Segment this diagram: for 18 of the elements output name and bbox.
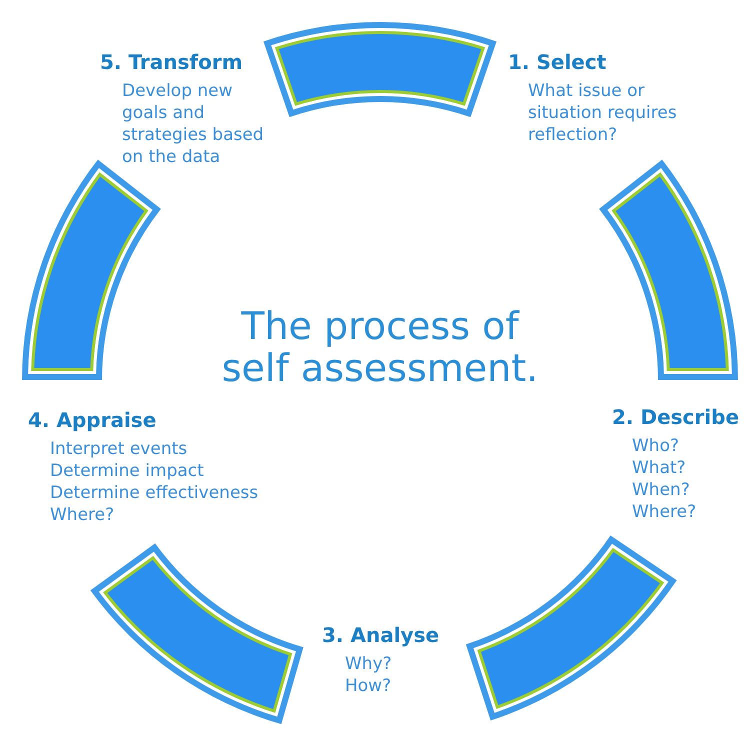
title-text: The process of self assessment. xyxy=(220,305,540,389)
step-heading: 3. Analyse xyxy=(322,623,440,647)
step-description: Develop new goals and strategies based on the data xyxy=(122,80,265,168)
step-description: When? xyxy=(632,479,691,501)
step-description: What? xyxy=(632,457,687,479)
step-description: Who? xyxy=(632,435,680,457)
step-description: Interpret events xyxy=(50,438,188,460)
step-heading: 1. Select xyxy=(508,50,608,74)
step-heading: 4. Appraise xyxy=(28,408,158,432)
step-description: Determine effectiveness xyxy=(50,482,260,504)
step-description: How? xyxy=(345,675,392,697)
step-heading: 2. Describe xyxy=(612,405,740,429)
step-description: Why? xyxy=(345,653,393,675)
step-description: Where? xyxy=(50,504,116,526)
step-description: What issue or situation requires reflection? xyxy=(528,80,678,146)
step-description: Where? xyxy=(632,501,698,523)
step-heading: 5. Transform xyxy=(100,50,244,74)
step-description: Determine impact xyxy=(50,460,205,482)
